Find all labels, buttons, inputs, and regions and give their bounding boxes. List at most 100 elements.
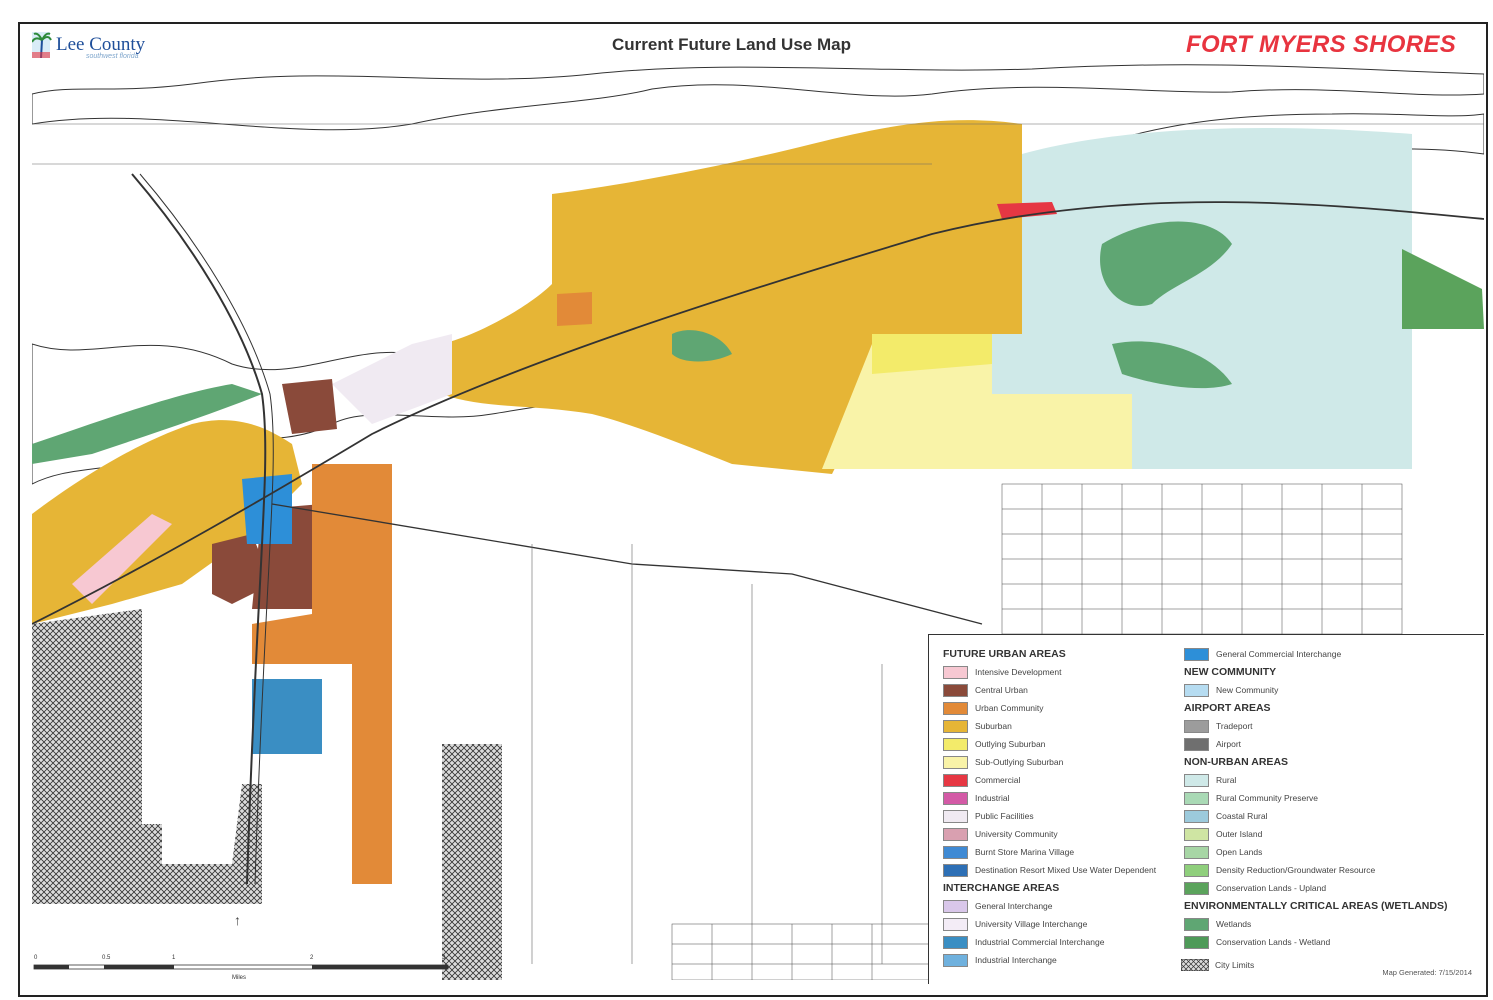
legend-label: Rural [1216,775,1237,785]
legend-swatch [1184,935,1209,949]
legend-item: Burnt Store Marina Village [943,843,1156,861]
legend-label: Intensive Development [975,667,1062,677]
wetland-area-east [1100,221,1232,306]
area-name: FORT MYERS SHORES [1186,31,1457,58]
legend-item: Industrial Commercial Interchange [943,933,1156,951]
legend-label: Wetlands [1216,919,1252,929]
legend-item: University Community [943,825,1156,843]
legend-item: Conservation Lands - Upland [1184,879,1447,897]
north-arrow-icon: ↑ [234,912,241,928]
logo-text: Lee County [56,34,146,55]
legend-item: Sub-Outlying Suburban [943,753,1156,771]
legend-heading: NEW COMMUNITY [1184,666,1277,678]
legend-item: Wetlands [1184,915,1447,933]
legend-item: Public Facilities [943,807,1156,825]
legend-item: Density Reduction/Groundwater Resource [1184,861,1447,879]
legend-heading: INTERCHANGE AREAS [943,882,1060,894]
legend-item: Coastal Rural [1184,807,1447,825]
legend-heading: AIRPORT AREAS [1184,702,1271,714]
legend-swatch [1184,917,1209,931]
legend-label: Urban Community [975,703,1044,713]
legend-item: Open Lands [1184,843,1447,861]
legend-swatch [1184,845,1209,859]
legend-label: General Commercial Interchange [1216,649,1342,659]
legend-item: Intensive Development [943,663,1156,681]
legend-label: Conservation Lands - Wetland [1216,937,1331,947]
land-use-polygons [32,120,1484,884]
conservation-upland-area [1402,249,1484,329]
public-facilities-area [332,334,452,424]
legend-heading: FUTURE URBAN AREAS [943,648,1066,660]
urban-community-area [252,464,392,884]
interchange-blue-area [252,679,322,754]
legend-swatch [943,899,968,913]
legend-label: New Community [1216,685,1279,695]
legend-swatch [1184,881,1209,895]
legend-swatch [1184,719,1209,733]
legend-label: University Community [975,829,1058,839]
legend-swatch [943,755,968,769]
legend-swatch [1184,647,1209,661]
legend-item: Rural [1184,771,1447,789]
legend-item: Rural Community Preserve [1184,789,1447,807]
intensive-development-area [72,514,172,604]
legend-swatch [943,953,968,967]
legend-label: Tradeport [1216,721,1253,731]
legend-label: Rural Community Preserve [1216,793,1319,803]
rural-area [992,128,1412,470]
legend-label: Coastal Rural [1216,811,1268,821]
commercial-area [997,202,1057,219]
sub-outlying-area [822,344,1132,469]
legend-item: Destination Resort Mixed Use Water Depen… [943,861,1156,879]
legend-label: Conservation Lands - Upland [1216,883,1327,893]
legend-item: Suburban [943,717,1156,735]
legend-swatch [943,827,968,841]
scale-tick-4: 3 [442,955,446,961]
legend-swatch [1184,791,1209,805]
legend-swatch [943,809,968,823]
legend-label: Airport [1216,739,1242,749]
land-use-map[interactable] [32,64,1484,980]
legend-item: Outer Island [1184,825,1447,843]
legend-swatch [1184,683,1209,697]
legend-item: University Village Interchange [943,915,1156,933]
legend-label: Commercial [975,775,1021,785]
roads [32,123,1484,964]
legend-label: Suburban [975,721,1012,731]
scale-unit: Miles [232,975,247,981]
legend-item: Urban Community [943,699,1156,717]
legend-item: Outlying Suburban [943,735,1156,753]
legend-heading: NON-URBAN AREAS [1184,756,1289,768]
legend-item: Commercial [943,771,1156,789]
city-limits-area [32,609,502,980]
legend-swatch [943,773,968,787]
legend-label: Sub-Outlying Suburban [975,757,1064,767]
scale-tick-2: 1 [172,955,176,961]
suburban-area-north [442,120,1022,474]
scale-tick-3: 2 [310,955,314,961]
map-generated-date: Map Generated: 7/15/2014 [1382,968,1472,977]
wetland-area-mid [672,330,732,362]
legend-label: University Village Interchange [975,919,1088,929]
legend-label: Public Facilities [975,811,1034,821]
legend-label: Industrial [975,793,1010,803]
legend-swatch [1184,773,1209,787]
scale-tick-0: 0 [34,955,38,961]
legend-heading: ENVIRONMENTALLY CRITICAL AREAS (WETLANDS… [1184,900,1448,912]
legend-swatch [943,845,968,859]
legend-item: Conservation Lands - Wetland [1184,933,1447,951]
legend-label: Destination Resort Mixed Use Water Depen… [975,865,1157,875]
legend-swatch [1184,827,1209,841]
lee-county-logo: Lee County southwest florida [32,28,145,62]
legend-label: Industrial Interchange [975,955,1057,965]
legend-label: General Interchange [975,901,1053,911]
legend-label: Open Lands [1216,847,1263,857]
city-limits-label: City Limits [1215,960,1255,970]
legend-item: Industrial [943,789,1156,807]
legend-label: Burnt Store Marina Village [975,847,1075,857]
legend-item: Industrial Interchange [943,951,1156,969]
legend-swatch [943,719,968,733]
